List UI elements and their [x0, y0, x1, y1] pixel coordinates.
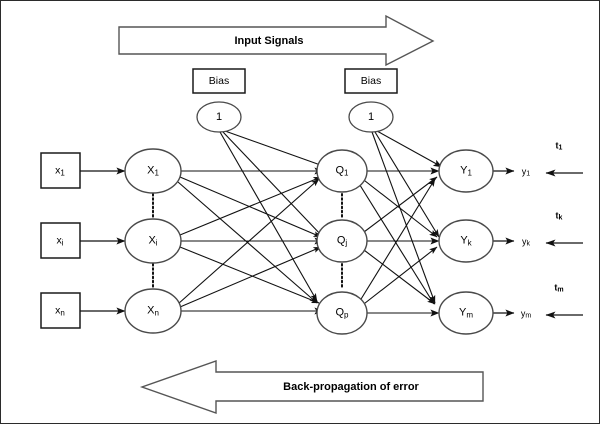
input-feed-arrows [80, 167, 126, 315]
node-Xi [124, 218, 182, 264]
bias-hidden-edges [219, 130, 327, 302]
hidden-layer-nodes [316, 149, 368, 335]
node-Qp [316, 291, 368, 335]
bias-box-label-output: Bias [360, 75, 382, 87]
input-box-sub-x1: 1 [60, 168, 65, 178]
bias-box-group [192, 68, 398, 94]
target-sub-tm: m [557, 286, 564, 294]
output-layer-nodes [438, 149, 494, 335]
output-label-y1: y1 [522, 166, 530, 177]
bias-output-edges [371, 130, 443, 304]
input-box-base-xi: x [56, 234, 62, 247]
target-sub-t1: 1 [558, 144, 563, 152]
target-label-t1: t1 [556, 140, 563, 151]
input-signals-label: Input Signals [234, 35, 304, 47]
backpropagation-banner [139, 360, 484, 414]
input-box-sub-xn: n [60, 308, 65, 318]
bias-node-group [196, 101, 394, 133]
target-label-tk: tk [556, 210, 563, 221]
target-base-tm: t [554, 282, 558, 293]
input-hidden-edges [177, 167, 324, 315]
hidden-output-edges [357, 167, 440, 317]
output-sub-ym: m [525, 312, 532, 320]
bias-box-hidden [192, 68, 246, 94]
output-base-yk: y [522, 236, 527, 247]
target-base-tk: t [555, 210, 559, 221]
target-sub-tk: k [558, 214, 563, 222]
node-Ym [438, 291, 494, 335]
bias-node-hidden [196, 101, 242, 133]
output-label-yk: yk [522, 236, 530, 247]
node-X1 [124, 148, 182, 194]
node-Q1 [316, 149, 368, 193]
input-signals-banner [118, 14, 435, 67]
bias-box-label-hidden: Bias [208, 75, 230, 87]
input-box-base-xn: x [55, 304, 61, 317]
node-Xn [124, 288, 182, 334]
target-base-t1: t [555, 140, 559, 151]
target-arrows [545, 169, 583, 319]
output-label-ym: ym [521, 308, 531, 319]
input-box-base-x1: x [55, 164, 61, 177]
bias-node-output [348, 101, 394, 133]
input-box-sub-xi: i [61, 238, 64, 248]
backpropagation-label: Back-propagation of error [283, 381, 419, 393]
output-emit-arrows [493, 167, 515, 317]
input-box-label-xn: xn [55, 305, 65, 318]
node-Yk [438, 219, 494, 263]
vertical-ellipsis-lines [152, 193, 343, 289]
input-box-label-xi: xi [56, 235, 63, 248]
input-layer-nodes [124, 148, 182, 334]
bias-box-output [344, 68, 398, 94]
node-Y1 [438, 149, 494, 193]
output-base-y1: y [521, 166, 527, 177]
input-box-xi [40, 222, 81, 259]
output-sub-yk: k [526, 240, 531, 248]
input-box-label-x1: x1 [55, 165, 65, 178]
input-box-x1 [40, 152, 81, 189]
node-Qj [316, 219, 368, 263]
output-base-ym: y [520, 308, 526, 319]
output-sub-y1: 1 [526, 170, 531, 178]
target-label-tm: tm [554, 282, 563, 293]
